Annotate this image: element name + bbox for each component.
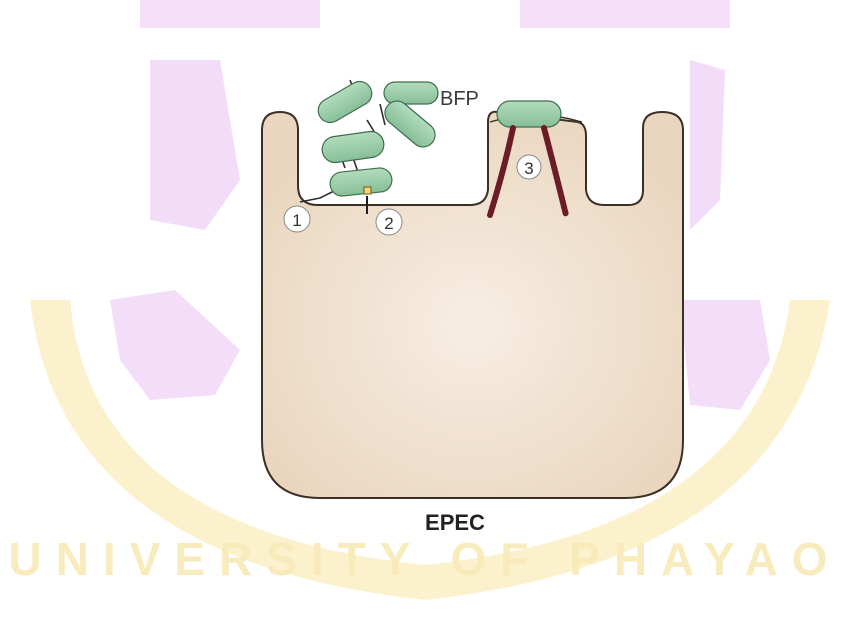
step-number-1: 1	[292, 211, 301, 230]
bacterium	[384, 82, 438, 104]
host-cell	[262, 112, 683, 498]
bfp-label: BFP	[440, 88, 479, 110]
bacterium	[329, 167, 393, 197]
watermark-shape-lower-left	[110, 290, 240, 400]
watermark-text: UNIVERSITY OF PHAYAO	[8, 533, 841, 585]
watermark-bar-right	[520, 0, 730, 28]
watermark-shape-lower-right	[680, 300, 770, 410]
bacterium	[314, 77, 376, 127]
watermark-bar-left	[140, 0, 320, 28]
step-marker-2: 2	[376, 209, 402, 235]
step-marker-3: 3	[517, 155, 541, 179]
watermark-wing-left	[150, 60, 240, 230]
step-marker-1: 1	[284, 206, 310, 232]
diagram-caption: EPEC	[425, 510, 485, 535]
bacterium-on-pedestal	[497, 101, 561, 127]
bacterium	[320, 130, 385, 164]
watermark-wing-right	[690, 60, 725, 230]
step-number-3: 3	[524, 159, 533, 178]
step-number-2: 2	[384, 214, 393, 233]
